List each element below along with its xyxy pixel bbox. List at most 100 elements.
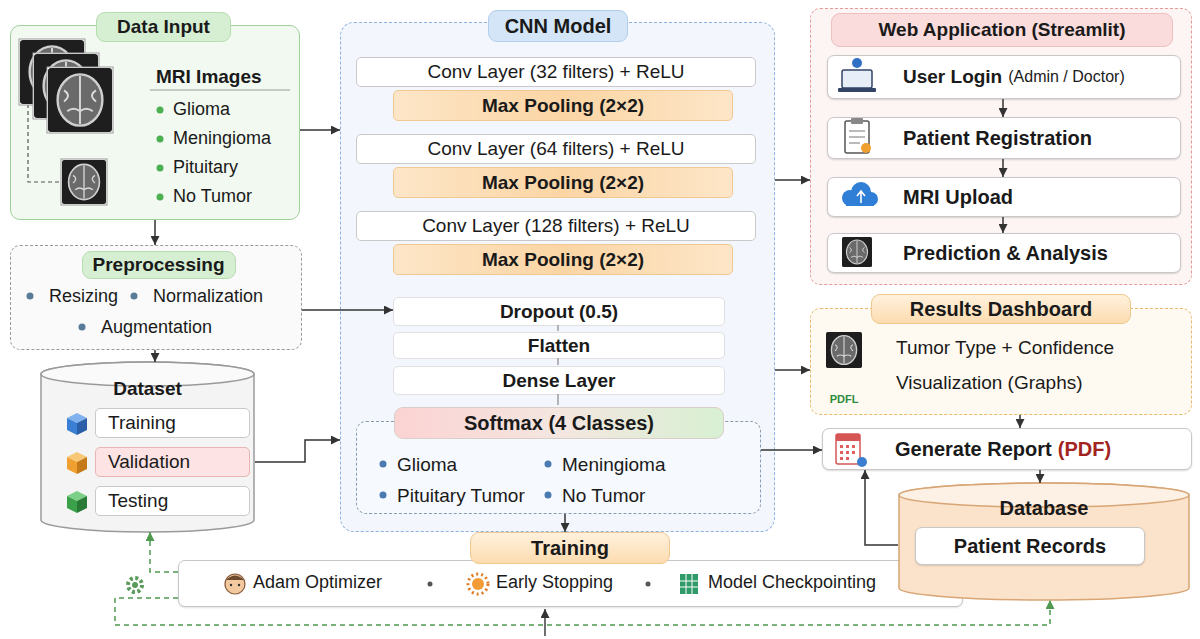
cylinder-store: DatabasePatient Records (898, 483, 1190, 600)
text-label: Resizing (49, 286, 118, 306)
layer-ticks (557, 394, 558, 405)
header-pill: Training (470, 532, 670, 564)
arrow-connector (775, 369, 810, 371)
bullet-dots (545, 492, 552, 499)
text-slot: Augmentation (101, 317, 212, 338)
bullet-dots (380, 461, 387, 468)
bullet-dots (131, 293, 138, 300)
header-pill: Softmax (4 Classes) (394, 407, 724, 439)
dataset-cubes (67, 413, 87, 435)
text-label: No Tumor (562, 485, 645, 506)
process-box: Conv Layer (32 filters) + ReLU (356, 57, 756, 87)
dataset-cubes (67, 418, 77, 435)
text-slot: Normalization (153, 286, 263, 307)
text-label: User Login (903, 66, 1002, 88)
arrow-connector (302, 309, 393, 311)
text-label: No Tumor (173, 186, 252, 206)
text-label: (PDF) (1058, 438, 1111, 461)
text-label: Conv Layer (32 filters) + ReLU (427, 61, 684, 83)
mri-stack (19, 39, 113, 205)
web-icons (852, 451, 855, 454)
web-icons (852, 445, 855, 448)
arrow-connector (300, 129, 340, 131)
text-label: Augmentation (101, 317, 212, 337)
text-slot: Glioma (173, 99, 230, 120)
text-label: Softmax (4 Classes) (464, 412, 654, 435)
text-label: Meningioma (173, 128, 271, 148)
panel-box: Softmax (4 Classes)GliomaMeningiomaPitui… (356, 421, 761, 514)
text-label: Database (1000, 497, 1089, 519)
text-label: CNN Model (505, 15, 612, 38)
bullet-dots (157, 194, 164, 201)
web-icons (842, 237, 872, 267)
text-label: Data Input (117, 16, 210, 38)
text-label: Max Pooling (2×2) (482, 172, 644, 194)
text-label: Max Pooling (2×2) (482, 249, 644, 271)
text-label: (Admin / Doctor) (1008, 68, 1124, 86)
layer-ticks (557, 325, 558, 405)
text-slot: No Tumor (173, 186, 252, 207)
bullet-dots (380, 492, 387, 499)
training-icons (468, 574, 488, 594)
arrow-connector (150, 532, 178, 572)
process-box: User Login (Admin / Doctor) (827, 55, 1181, 99)
arrow-connector (154, 220, 156, 245)
text-label: Visualization (Graphs) (896, 372, 1083, 393)
web-icons (849, 131, 865, 143)
text-slot: Visualization (Graphs) (896, 372, 1083, 394)
text-label: Patient Registration (903, 127, 1092, 150)
mri-stack (61, 159, 107, 205)
bullet-dots (150, 90, 290, 91)
dataset-cubes (77, 496, 87, 513)
training-icons (132, 582, 138, 588)
web-icons (838, 88, 876, 92)
text-label: Dataset (113, 378, 182, 399)
web-icons (840, 451, 843, 454)
training-icons (128, 578, 142, 592)
web-icons (846, 451, 849, 454)
bullet-dots (79, 324, 86, 331)
layer-ticks (557, 325, 558, 331)
arrow-connector (1039, 470, 1041, 483)
process-box: Patient Records (915, 527, 1145, 565)
dataset-cubes (67, 491, 87, 513)
dataset-cubes (67, 452, 87, 474)
bullet-dots (157, 107, 164, 114)
header-pill: CNN Model (488, 10, 628, 42)
text-slot: Meningioma (173, 128, 271, 149)
icon-caption: PDFL (830, 393, 859, 405)
text-slot: MRI Images (156, 66, 262, 88)
mri-stack (62, 160, 106, 204)
layer-ticks (557, 358, 558, 365)
bullet-dots (157, 136, 164, 143)
web-icons (857, 191, 865, 203)
text-slot: No Tumor (562, 485, 645, 507)
arrow-connector (1019, 415, 1021, 428)
text-label: MRI Images (156, 66, 262, 87)
web-icons (842, 70, 872, 88)
training-icons (680, 574, 698, 594)
panel-box: PreprocessingResizing NormalizationAugmen… (10, 245, 302, 350)
mri-stack (47, 67, 113, 133)
web-icons (826, 58, 878, 467)
text-label: Validation (108, 451, 190, 473)
text-slot: Database (898, 497, 1190, 520)
web-icons (846, 457, 849, 460)
text-label: Adam Optimizer (253, 572, 382, 592)
dataset-cubes (77, 457, 87, 474)
text-label: MRI Upload (903, 186, 1013, 209)
header-pill: Preprocessing (82, 251, 236, 279)
text-label: Pituitary (173, 157, 238, 177)
process-box: Training (95, 408, 250, 438)
text-slot: Adam Optimizer (253, 572, 382, 593)
training-icons (226, 576, 244, 581)
training-icons (238, 584, 240, 586)
text-label: Patient Records (954, 535, 1106, 558)
web-icons (840, 457, 843, 460)
training-icons (230, 584, 232, 586)
text-label: Glioma (397, 454, 457, 475)
cylinder-body (899, 483, 1189, 600)
bullet-dots (646, 582, 651, 587)
